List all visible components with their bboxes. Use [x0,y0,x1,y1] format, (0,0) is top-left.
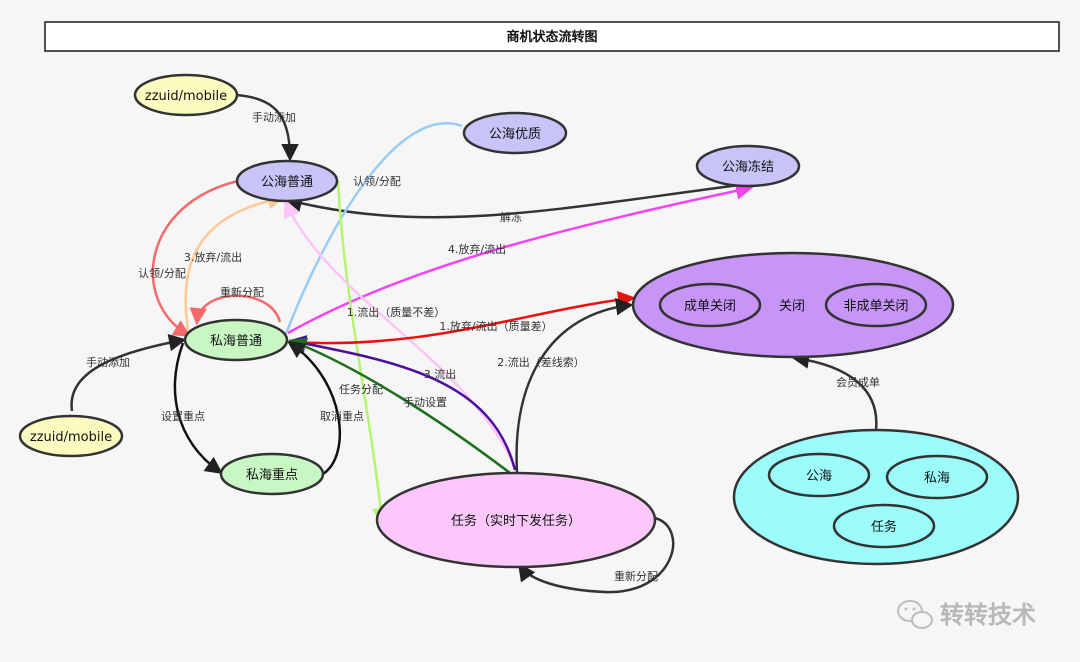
node-label-closed-deal: 成单关闭 [684,299,736,314]
edge-member-deal [791,351,878,431]
edge-manual-set [288,338,511,474]
edge-label-claim-assign-right: 认领/分配 [353,175,401,188]
edge-label-manual-add-top: 手动添加 [252,110,296,124]
edge-label-set-key: 设置重点 [161,409,205,423]
edge-label-manual-add-left: 手动添加 [86,355,130,369]
edge-cancel-key [287,341,341,476]
node-closed-nondeal [824,282,928,328]
diagram-title: 商机状态流转图 [506,29,597,45]
edge-label-claim-assign-left: 认领/分配 [138,267,186,280]
edge-abandon-outflow-3 [184,192,286,331]
edge-label-outflow-3: 3.流出 [424,367,457,381]
edge-label-outflow-leads-2: 2.流出（差线索） [497,355,585,369]
edge-label-abandon-quality-1: 1.放弃/流出（质量差） [439,319,552,333]
wechat-icon [897,600,933,629]
node-public-quality [462,111,568,155]
edge-label-reassign-private: 重新分配 [220,285,264,299]
edge-manual-add-left [70,334,187,412]
edge-outflow-quality-1 [283,199,518,471]
node-label-zzuid-top: zzuid/mobile [145,89,227,104]
node-label-public-quality: 公海优质 [489,127,541,142]
edge-manual-add-top [235,93,299,162]
edge-label-unfreeze: 解冻 [500,210,522,224]
node-label-public-frozen: 公海冻结 [722,159,774,175]
node-private-normal [183,318,289,362]
edge-label-outflow-quality-1: 1.流出（质量不差） [347,305,446,319]
edge-outflow-leads-2 [515,298,634,473]
node-label-zzuid-left: zzuid/mobile [30,430,112,445]
edge-reassign-task [517,516,675,594]
node-task [375,471,657,569]
edge-task-assign [336,180,390,526]
node-label-member-private: 私海 [924,471,950,486]
edge-abandon-quality-1 [288,291,636,345]
node-closed-group [631,251,955,359]
node-member-public [767,452,871,498]
edge-abandon-outflow-4 [287,182,754,335]
edge-label-task-assign: 任务分配 [339,383,383,396]
node-label-private-normal: 私海普通 [210,334,262,349]
node-private-key [219,452,325,496]
node-public-normal [235,159,339,203]
node-member-private [885,454,989,500]
node-label-member-task: 任务 [871,519,897,535]
edge-label-cancel-key: 取消重点 [320,409,364,423]
node-public-frozen [695,144,801,188]
edge-set-key [173,342,223,475]
edge-label-manual-set: 手动设置 [403,395,447,409]
node-label-closed-nondeal: 非成单关闭 [843,299,908,314]
edge-claim-assign-right [283,122,463,337]
edge-label-abandon-outflow-4: 4.放弃/流出 [448,242,506,256]
watermark-text: 转转技术 [940,601,1036,629]
node-label-public-normal: 公海普通 [261,175,313,190]
node-label-task: 任务（实时下发任务） [451,513,581,529]
node-member-task [832,503,936,549]
edge-label-abandon-outflow-3: 3.放弃/流出 [184,250,242,264]
edge-outflow-3 [288,335,517,471]
node-zzuid-left [18,414,124,458]
node-label-member-public: 公海 [806,469,832,484]
edge-reassign-private [189,294,282,326]
edge-label-member-deal: 会员成单 [836,376,880,389]
node-label-private-key: 私海重点 [246,467,298,483]
node-label-closed-group: 关闭 [779,299,805,314]
edge-label-reassign-task: 重新分配 [614,569,658,583]
edge-claim-assign-left [151,179,239,337]
node-closed-deal [658,282,762,328]
title-box [44,21,1060,52]
node-zzuid-top [133,73,239,117]
